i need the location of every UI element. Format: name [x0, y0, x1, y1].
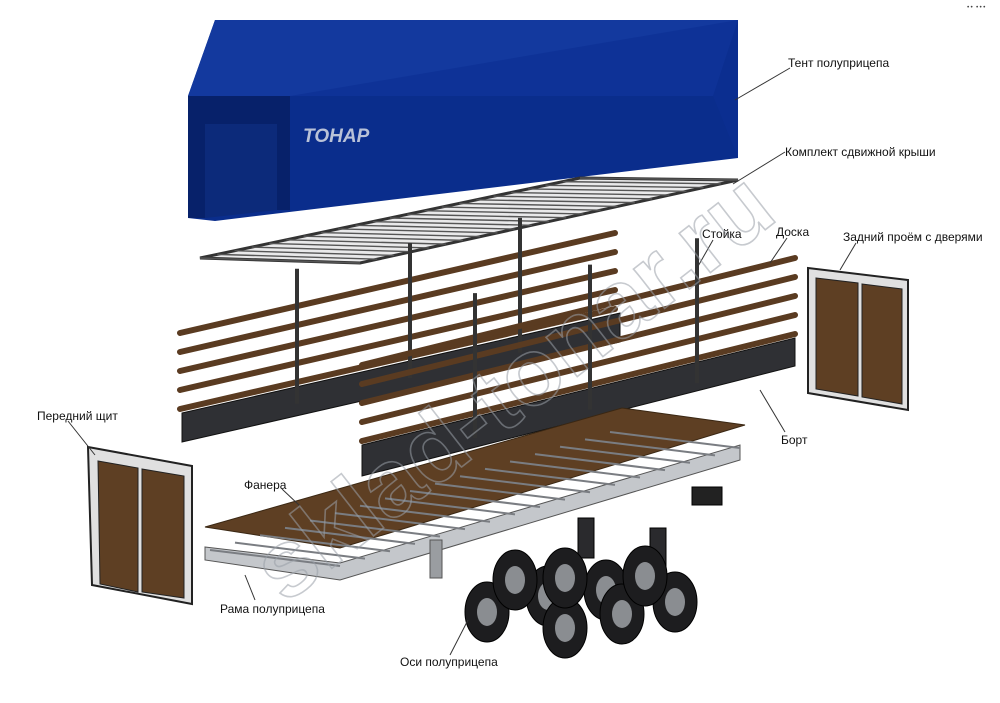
board-plank: [359, 274, 798, 387]
label-axles: Оси полуприцепа: [400, 655, 498, 669]
roof-slat: [424, 210, 584, 215]
frame-crossmember: [309, 519, 441, 538]
board-plank: [177, 249, 618, 355]
wheel-hub: [635, 562, 655, 590]
roof-slat: [545, 184, 704, 189]
label-front-wall: Передний щит: [37, 409, 118, 423]
roof-slat: [459, 202, 618, 208]
roof-kit: [199, 176, 739, 265]
chassis-frame: [204, 431, 741, 581]
wheel-hub: [665, 588, 685, 616]
board-plank: [359, 293, 798, 406]
label-frame: Рама полуприцепа: [220, 602, 325, 616]
frame-crossmember: [509, 460, 641, 479]
label-rear-doors: Задний проём с дверями: [843, 230, 983, 244]
wheel-hub: [612, 600, 632, 628]
frame-crossmember: [484, 467, 616, 486]
corner-mark: •• •••: [966, 4, 986, 11]
board-plank: [359, 331, 798, 444]
label-board: Доска: [776, 225, 810, 239]
label-plywood: Фанера: [244, 478, 287, 492]
frame-crossmember: [584, 438, 716, 457]
label-roof-kit: Комплект сдвижной крыши: [785, 145, 936, 159]
roof-slat: [269, 242, 429, 249]
label-side: Борт: [781, 433, 808, 447]
roof-slat: [199, 257, 361, 264]
frame-crossmember: [234, 541, 366, 560]
leader-lines: [67, 67, 857, 656]
roof-slat: [528, 188, 687, 193]
frame-crossmember: [434, 482, 566, 501]
roof-slat: [510, 191, 670, 196]
board-plank: [177, 268, 618, 374]
roof-slat: [493, 195, 653, 200]
wheel-hub: [555, 564, 575, 592]
frame-crossmember: [334, 512, 466, 531]
roof-slat: [217, 253, 378, 260]
rear-doors: [807, 266, 909, 412]
roof-slat: [251, 246, 412, 253]
frame-crossmember: [384, 497, 516, 516]
board-plank: [359, 312, 798, 425]
roof-slat: [441, 206, 601, 211]
frame-crossmember: [609, 431, 741, 449]
frame-crossmember: [559, 445, 691, 464]
roof-slat: [407, 213, 567, 219]
tent-brand: ТОНАР: [303, 126, 370, 147]
board-plank: [359, 255, 798, 368]
axles: [464, 545, 698, 659]
roof-slat: [355, 224, 515, 230]
frame-crossmember: [259, 534, 391, 553]
board-plank: [177, 287, 618, 393]
frame-crossmember: [284, 526, 416, 545]
roof-slat: [234, 250, 395, 257]
frame-crossmember: [209, 549, 341, 567]
wheel-hub: [505, 566, 525, 594]
roof-slat: [476, 199, 635, 204]
roof-slat: [338, 228, 498, 234]
tent: ТОНАР: [188, 20, 738, 221]
frame-crossmember: [459, 475, 591, 494]
roof-slat: [286, 239, 446, 245]
board-plank: [177, 230, 618, 336]
frame-crossmember: [359, 504, 491, 523]
side-right: [359, 238, 798, 477]
wheel-hub: [477, 598, 497, 626]
label-post: Стойка: [702, 227, 742, 241]
frame-crossmember: [409, 490, 541, 508]
roof-slat: [303, 235, 464, 242]
label-tent: Тент полуприцепа: [788, 56, 890, 70]
front-wall: [86, 445, 193, 606]
roof-slat: [389, 217, 550, 223]
roof-slat: [320, 231, 481, 238]
frame-crossmember: [534, 453, 666, 472]
roof-slat: [372, 220, 532, 226]
roof-slat: [562, 180, 721, 185]
wheel-hub: [555, 614, 575, 642]
roof-slat: [579, 177, 739, 181]
